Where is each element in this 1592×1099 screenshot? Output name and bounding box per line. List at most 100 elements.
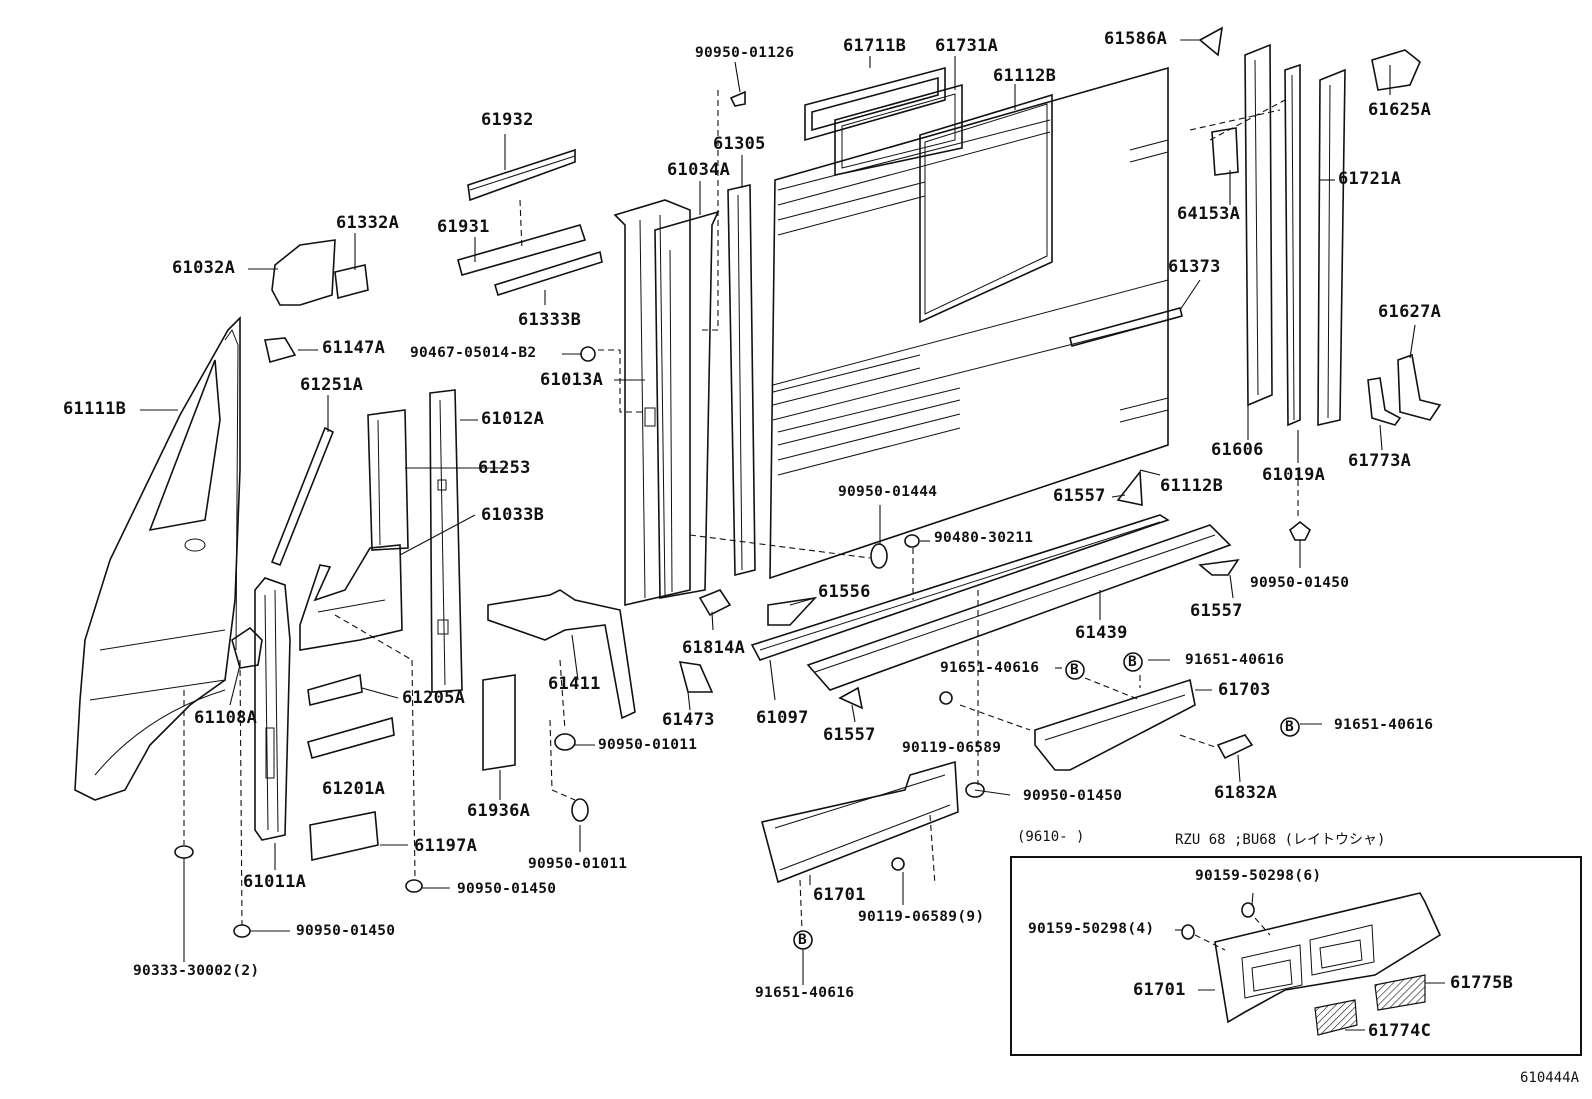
- bracket-61625A: [1371, 49, 1421, 91]
- label-61012A: 61012A: [481, 409, 545, 429]
- label-61112B-top: 61112B: [993, 66, 1057, 86]
- plug-90467: [580, 346, 596, 362]
- label-61032A: 61032A: [172, 258, 236, 278]
- pillar-61034A: [654, 210, 720, 599]
- label-61731A: 61731A: [935, 36, 999, 56]
- note-model: RZU 68 ;BU68 (レイトウシャ): [1175, 832, 1386, 848]
- label-90480-30211: 90480-30211: [934, 530, 1034, 546]
- bracket-61832A: [1216, 734, 1254, 760]
- label-61557-c: 61557: [823, 725, 876, 745]
- label-61606: 61606: [1211, 440, 1264, 460]
- pad-61197A: [309, 811, 379, 861]
- label-61111B: 61111B: [63, 399, 127, 419]
- label-61814A: 61814A: [682, 638, 746, 658]
- label-61253: 61253: [478, 458, 531, 478]
- label-61019A: 61019A: [1262, 465, 1326, 485]
- leader-lines: [140, 39, 1416, 985]
- label-90950-01011-b: 90950-01011: [528, 856, 628, 872]
- lower-panel-61701: [761, 760, 959, 884]
- label-61201A: 61201A: [322, 779, 386, 799]
- label-61557-a: 61557: [1053, 486, 1106, 506]
- gusset-61557-lower: [838, 686, 864, 710]
- rail-61931: [457, 224, 587, 276]
- label-91651-40616-d: 91651-40616: [755, 985, 855, 1001]
- label-61373: 61373: [1168, 257, 1221, 277]
- label-61205A: 61205A: [402, 688, 466, 708]
- label-90950-01450-lowleft: 90950-01450: [296, 923, 396, 939]
- bracket-61627A: [1397, 353, 1442, 421]
- label-61097: 61097: [756, 708, 809, 728]
- label-90950-01450-mid: 90950-01450: [1023, 788, 1123, 804]
- label-61013A: 61013A: [540, 370, 604, 390]
- diagram-id: 610444A: [1520, 1070, 1580, 1086]
- bolt-marker-2: B: [1128, 654, 1138, 670]
- bracket-61773A: [1367, 377, 1402, 426]
- pad-61473: [678, 661, 714, 693]
- grommet-90950-01450-left: [405, 879, 423, 893]
- label-90950-01450-right: 90950-01450: [1250, 575, 1350, 591]
- label-61711B: 61711B: [843, 36, 907, 56]
- inset-parts: [1175, 892, 1445, 1036]
- label-61775B: 61775B: [1450, 973, 1514, 993]
- label-90950-01011-a: 90950-01011: [598, 737, 698, 753]
- label-90950-01444: 90950-01444: [838, 484, 938, 500]
- pillar-61305: [727, 184, 756, 577]
- label-90333-30002: 90333-30002(2): [133, 963, 260, 979]
- label-61774C: 61774C: [1368, 1021, 1432, 1041]
- side-panel-61112B: [769, 66, 1169, 580]
- label-61112B-mid: 61112B: [1160, 476, 1224, 496]
- label-61936A: 61936A: [467, 801, 531, 821]
- grommet-90333-30002: [174, 845, 194, 859]
- rail-61606: [1244, 43, 1273, 407]
- step-panel-61033B: [299, 544, 403, 651]
- bracket-61032A: [271, 239, 336, 306]
- lower-pillar-61011A: [254, 577, 291, 841]
- rail-61932: [467, 148, 576, 202]
- label-90119-06589-9: 90119-06589(9): [858, 909, 985, 925]
- pad-61556: [767, 596, 818, 626]
- pad-61201A: [307, 716, 395, 759]
- label-61034A: 61034A: [667, 160, 731, 180]
- label-90159-50298-4: 90159-50298(4): [1028, 921, 1155, 937]
- label-61411: 61411: [548, 674, 601, 694]
- weatherstrip-61251A: [270, 426, 335, 567]
- pad-61586A: [1198, 26, 1224, 57]
- assembly-dashed-lines: [183, 90, 1299, 931]
- pad-61205A: [307, 673, 363, 706]
- front-pillar-61111B: [74, 316, 241, 801]
- reinforcement-61253: [367, 409, 409, 551]
- label-61703: 61703: [1218, 680, 1271, 700]
- label-61931: 61931: [437, 217, 490, 237]
- window-frame-61711B: [804, 66, 963, 176]
- bracket-61108A: [231, 626, 263, 669]
- bracket-61332A: [334, 264, 369, 300]
- label-61932: 61932: [481, 110, 534, 130]
- clip-61814A: [698, 589, 732, 617]
- label-61197A: 61197A: [414, 836, 478, 856]
- grommet-90950-01444: [870, 543, 888, 569]
- label-61701-main: 61701: [813, 885, 866, 905]
- label-61332A: 61332A: [336, 213, 400, 233]
- label-61586A: 61586A: [1104, 29, 1168, 49]
- label-61108A: 61108A: [194, 708, 258, 728]
- label-61773A: 61773A: [1348, 451, 1412, 471]
- label-90467-05014-B2: 90467-05014-B2: [410, 345, 537, 361]
- bolt-markers: [793, 652, 1300, 950]
- note-date-range: (9610- ): [1017, 829, 1085, 845]
- label-61556: 61556: [818, 582, 871, 602]
- label-61625A: 61625A: [1368, 100, 1432, 120]
- label-61721A: 61721A: [1338, 169, 1402, 189]
- variant-inset-box: [1010, 856, 1582, 1056]
- rail-61333B: [494, 250, 603, 297]
- bolt-marker-3: B: [1285, 719, 1295, 735]
- center-pillar-61012A: [429, 389, 463, 693]
- label-61701-inset: 61701: [1133, 980, 1186, 1000]
- pillar-61013A: [613, 199, 691, 607]
- rail-61019A: [1284, 63, 1301, 427]
- label-61627A: 61627A: [1378, 302, 1442, 322]
- label-61305: 61305: [713, 134, 766, 154]
- grommet-90950-01126: [729, 90, 746, 107]
- label-91651-40616-b: 91651-40616: [1185, 652, 1285, 668]
